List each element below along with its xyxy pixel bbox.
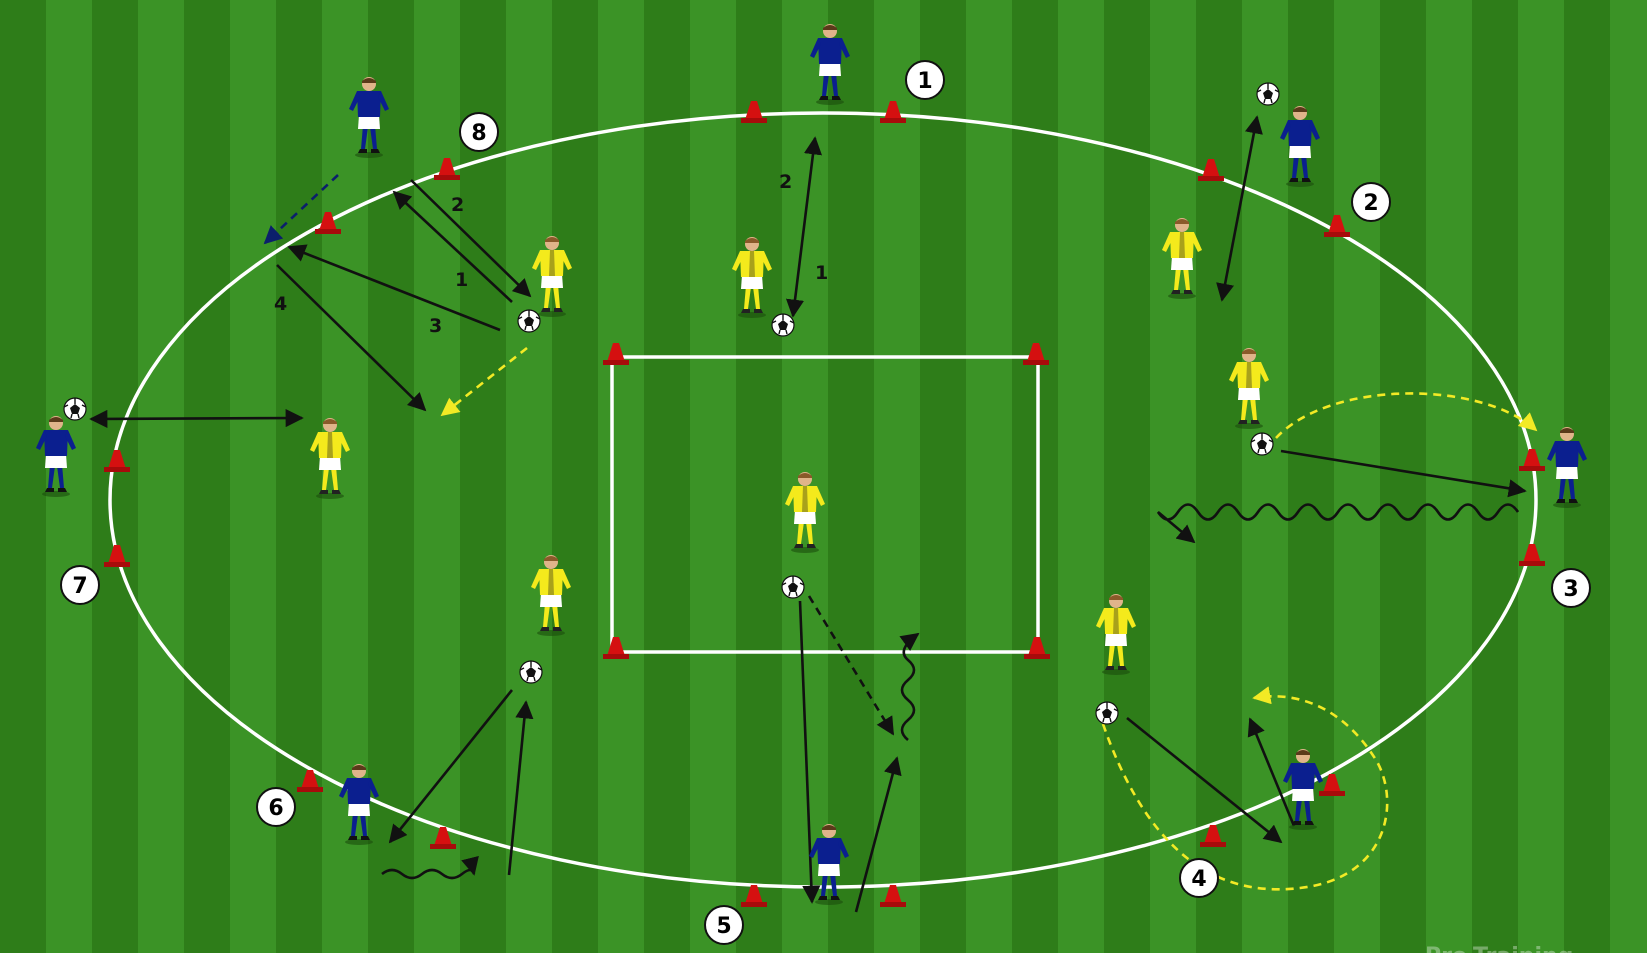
ball bbox=[1095, 701, 1119, 725]
run-arrow bbox=[263, 174, 339, 245]
station-marker-7: 7 bbox=[60, 565, 100, 605]
svg-text:6: 6 bbox=[268, 796, 283, 821]
pass-arrow bbox=[785, 136, 823, 318]
svg-text:4: 4 bbox=[1191, 867, 1206, 892]
svg-text:8: 8 bbox=[471, 121, 486, 146]
watermark: Pro-Training bbox=[1425, 944, 1573, 953]
dribble-arrow bbox=[1156, 503, 1520, 544]
pass-arrow bbox=[798, 600, 821, 904]
step-label: 1 bbox=[815, 262, 828, 284]
step-label: 4 bbox=[274, 293, 287, 315]
station-marker-8: 8 bbox=[459, 112, 499, 152]
step-label: 2 bbox=[779, 171, 792, 193]
ball bbox=[781, 575, 805, 599]
pass-arrow bbox=[276, 264, 427, 412]
step-label: 2 bbox=[451, 194, 464, 216]
pass-arrow bbox=[1247, 717, 1296, 827]
step-labels: 2 1 2 1 3 4 bbox=[274, 171, 828, 337]
step-label: 3 bbox=[429, 315, 442, 337]
pass-arrow bbox=[388, 689, 514, 844]
station-markers: 1 2 3 4 5 6 7 8 bbox=[60, 60, 1591, 945]
station-marker-6: 6 bbox=[256, 787, 296, 827]
station-marker-2: 2 bbox=[1351, 182, 1391, 222]
movement-arrow bbox=[1101, 686, 1389, 891]
svg-text:1: 1 bbox=[917, 69, 932, 94]
station-marker-3: 3 bbox=[1551, 568, 1591, 608]
pass-arrow bbox=[410, 179, 532, 298]
pass-arrow bbox=[1216, 115, 1263, 302]
station-marker-1: 1 bbox=[905, 60, 945, 100]
svg-text:2: 2 bbox=[1363, 191, 1378, 216]
center-square bbox=[610, 355, 1040, 654]
pass-arrow bbox=[1126, 716, 1283, 844]
station-marker-4: 4 bbox=[1179, 858, 1219, 898]
svg-text:3: 3 bbox=[1563, 577, 1578, 602]
movement-arrow bbox=[1275, 392, 1538, 439]
pass-arrow bbox=[854, 756, 902, 913]
movement-arrow bbox=[440, 346, 528, 417]
svg-text:5: 5 bbox=[716, 914, 731, 939]
ball bbox=[771, 313, 795, 337]
ball bbox=[1250, 432, 1274, 456]
dribble-arrow bbox=[381, 855, 479, 880]
ball bbox=[63, 397, 87, 421]
pass-arrow bbox=[507, 700, 534, 876]
pass-arrow bbox=[392, 190, 513, 303]
svg-text:7: 7 bbox=[72, 574, 87, 599]
pass-arrow bbox=[89, 408, 304, 429]
pass-arrow bbox=[287, 244, 501, 332]
dribble-arrow bbox=[899, 632, 920, 741]
dribble-arrows bbox=[381, 503, 1520, 880]
step-label: 1 bbox=[455, 269, 468, 291]
pass-arrows bbox=[89, 115, 1527, 913]
movement-arrows bbox=[440, 346, 1538, 891]
ball bbox=[517, 309, 541, 333]
ball bbox=[519, 660, 543, 684]
ball bbox=[1256, 82, 1280, 106]
station-marker-5: 5 bbox=[704, 905, 744, 945]
pass-arrow bbox=[1280, 449, 1527, 498]
